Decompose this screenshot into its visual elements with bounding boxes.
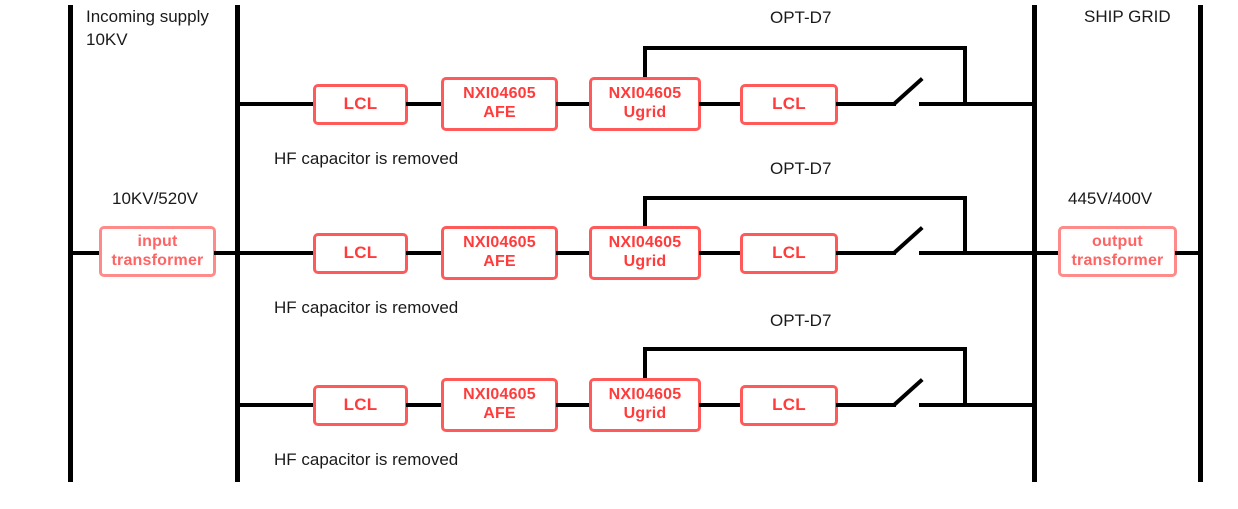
row-3-ugrid-line2: Ugrid (623, 405, 667, 422)
row-1-lcl-input-box[interactable]: LCL (313, 84, 408, 125)
output-transformer-line2: transformer (1071, 251, 1164, 269)
row-3-lcl-output-label: LCL (772, 395, 806, 415)
output-transformer-line1: output (1092, 232, 1143, 250)
row-2-wire-afe-to-ugrid (556, 251, 591, 255)
row-3-wire-bus-to-lcl (235, 403, 315, 407)
row-1-afe-line1: NXI04605 (463, 85, 536, 103)
row-3-afe-box[interactable]: NXI04605 AFE (441, 378, 558, 432)
row-3-bypass-label: OPT-D7 (770, 311, 832, 330)
row-1-wire-bus-to-lcl (235, 102, 315, 106)
row-2-lcl-input-box[interactable]: LCL (313, 233, 408, 274)
label-ship-grid: SHIP GRID (1084, 7, 1171, 26)
row-3-afe-line1: NXI04605 (463, 386, 536, 404)
row-2-ugrid-line2: Ugrid (623, 253, 667, 270)
row-3-bypass-downcomer (963, 347, 967, 405)
row-1-wire-lcl2-to-switch (836, 102, 896, 106)
row-1-ugrid-line1: NXI04605 (608, 85, 682, 103)
label-incoming-supply: Incoming supply 10KV (86, 7, 209, 49)
row-2-wire-lcl-to-afe (406, 251, 443, 255)
row-2-lcl-input-label: LCL (343, 243, 378, 263)
bus-445v-right (1032, 5, 1037, 482)
wire-bus445-to-output-transformer (1032, 251, 1060, 255)
row-1-bypass-label: OPT-D7 (770, 8, 832, 27)
row-1-ugrid-line2: Ugrid (623, 104, 667, 121)
row-3-wire-afe-to-ugrid (556, 403, 591, 407)
row-3-lcl-input-box[interactable]: LCL (313, 385, 408, 426)
row-2-wire-ugrid-to-lcl2 (699, 251, 742, 255)
row-3-afe-line2: AFE (483, 405, 516, 422)
row-3-wire-ugrid-to-lcl2 (699, 403, 742, 407)
wire-output-transformer-to-shipgrid (1175, 251, 1202, 255)
row-2-wire-bus-to-lcl (235, 251, 315, 255)
row-1-bypass-downcomer (963, 46, 967, 104)
row-2-ugrid-box[interactable]: NXI04605 Ugrid (589, 226, 701, 280)
wire-input-transformer-to-bus520 (214, 251, 239, 255)
row-3-bypass-riser (643, 349, 647, 381)
input-transformer-box[interactable]: input transformer (99, 226, 216, 277)
row-3-ugrid-line1: NXI04605 (608, 386, 682, 404)
row-2-wire-lcl2-to-switch (836, 251, 896, 255)
row-2-bypass-downcomer (963, 196, 967, 254)
row-1-lcl-output-label: LCL (772, 94, 806, 114)
label-input-rating: 10KV/520V (112, 189, 199, 208)
row-2-bypass-label: OPT-D7 (770, 159, 832, 178)
row-1-wire-ugrid-to-lcl2 (699, 102, 742, 106)
row-2-bypass-top (643, 196, 967, 200)
bus-ship-grid (1198, 5, 1203, 482)
row-1-afe-line2: AFE (483, 104, 516, 121)
row-2-ugrid-line1: NXI04605 (608, 234, 682, 252)
row-3-note: HF capacitor is removed (274, 450, 459, 469)
row-2-lcl-output-label: LCL (772, 243, 806, 263)
bus-incoming-10kv (68, 5, 73, 482)
row-1-ugrid-box[interactable]: NXI04605 Ugrid (589, 77, 701, 131)
row-1-note: HF capacitor is removed (274, 149, 459, 168)
row-2-afe-line1: NXI04605 (463, 234, 536, 252)
row-2-note: HF capacitor is removed (274, 298, 459, 317)
row-1-bypass-riser (643, 48, 647, 80)
row-3-wire-switch-to-bus (919, 403, 1034, 407)
row-3-bypass-top (643, 347, 967, 351)
label-output-rating: 445V/400V (1068, 189, 1153, 208)
input-transformer-line2: transformer (111, 251, 204, 269)
row-3-ugrid-box[interactable]: NXI04605 Ugrid (589, 378, 701, 432)
row-2-afe-line2: AFE (483, 253, 516, 270)
row-1-bypass-top (643, 46, 967, 50)
row-1-lcl-output-box[interactable]: LCL (740, 84, 838, 125)
bus-520v-left (235, 5, 240, 482)
row-3-wire-lcl-to-afe (406, 403, 443, 407)
row-2-afe-box[interactable]: NXI04605 AFE (441, 226, 558, 280)
row-1-wire-lcl-to-afe (406, 102, 443, 106)
row-1-afe-box[interactable]: NXI04605 AFE (441, 77, 558, 131)
row-3-lcl-input-label: LCL (343, 395, 378, 415)
row-3-wire-lcl2-to-switch (836, 403, 896, 407)
output-transformer-box[interactable]: output transformer (1058, 226, 1177, 277)
row-3-lcl-output-box[interactable]: LCL (740, 385, 838, 426)
row-1-wire-afe-to-ugrid (556, 102, 591, 106)
row-2-bypass-riser (643, 198, 647, 230)
row-1-lcl-input-label: LCL (343, 94, 378, 114)
row-1-wire-switch-to-bus (919, 102, 1034, 106)
row-2-lcl-output-box[interactable]: LCL (740, 233, 838, 274)
row-2-wire-switch-to-bus (919, 251, 1034, 255)
input-transformer-line1: input (137, 232, 178, 250)
wire-incoming-to-input-transformer (68, 251, 101, 255)
